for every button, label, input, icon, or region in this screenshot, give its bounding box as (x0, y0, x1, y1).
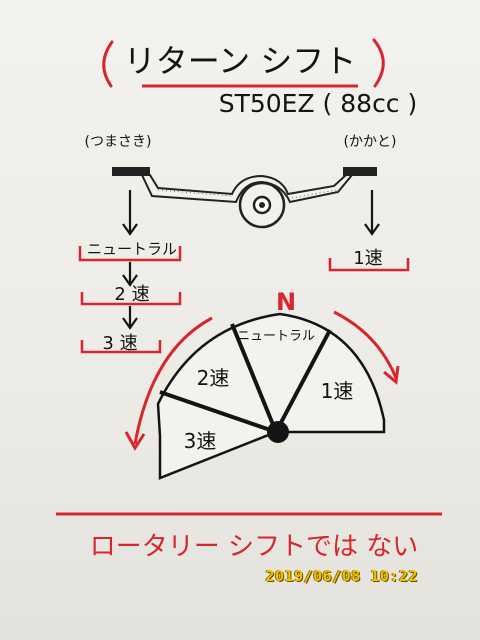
rotation-arrow-left-head (124, 431, 146, 451)
dial-sector-2: 2速 (197, 366, 230, 390)
toe-step-3: 3 速 (102, 333, 137, 354)
heel-step-1: 1速 (353, 248, 382, 269)
dial-top-label: N (276, 288, 296, 316)
heel-arrow-head (364, 223, 380, 236)
rotation-arrow-right-head (383, 365, 400, 385)
shift-lever-drawing (112, 167, 377, 229)
title-text: リターン シフト (124, 42, 357, 80)
shift-dial (156, 312, 386, 480)
toe-step-1: ニュートラル (87, 240, 177, 258)
rotation-arrow-right (333, 310, 398, 379)
toe-brackets (78, 246, 410, 354)
dial-sector-1: 1速 (321, 379, 354, 403)
toe-arrows (122, 190, 138, 330)
rotation-arrow-left (133, 316, 213, 445)
dial-sector-3: 3速 (184, 429, 217, 453)
footer-text: ロータリー シフトでは ない (90, 532, 419, 562)
dial-sector-neutral: ニュートラル (237, 329, 315, 344)
title-left-paren (102, 40, 114, 88)
toe-step-2: 2 速 (114, 284, 149, 305)
title-right-paren (372, 38, 385, 88)
timestamp-stamp: 2019/06/08 10:22 (265, 567, 418, 585)
toe-label: (つまさき) (85, 134, 152, 150)
heel-label: (かかと) (344, 134, 397, 150)
model-text: ST50EZ ( 88cc ) (219, 89, 418, 118)
